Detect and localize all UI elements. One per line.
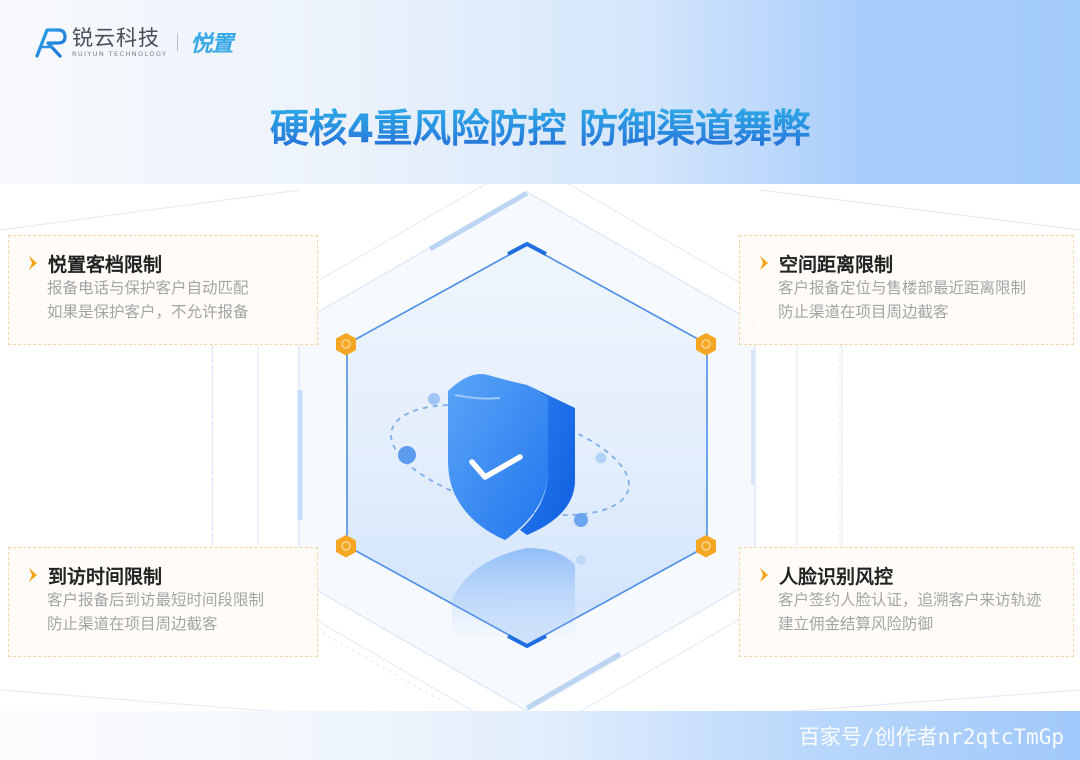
card-desc-line: 防止渠道在项目周边截客 — [778, 303, 949, 321]
orbit-dot — [574, 513, 588, 527]
chevron-right-icon — [29, 568, 37, 582]
ruiyun-logo-icon — [35, 28, 67, 58]
orbit-dot — [595, 452, 607, 464]
orange-hex-node-icon — [696, 333, 716, 356]
logo-divider — [177, 33, 179, 51]
card-desc-line: 建立佣金结算风险防御 — [778, 615, 934, 633]
card-title: 到访时间限制 — [48, 565, 163, 588]
page-title: 硬核4重风险防控 防御渠道舞弊 — [0, 98, 1080, 154]
card-title: 空间距离限制 — [779, 253, 894, 276]
orange-hex-node-icon — [336, 535, 356, 558]
feature-card-archive-limit: 悦置客档限制 报备电话与保护客户自动匹配 如果是保护客户，不允许报备 — [8, 235, 318, 345]
feature-card-visit-time-limit: 到访时间限制 客户报备后到访最短时间段限制 防止渠道在项目周边截客 — [8, 547, 318, 657]
orange-hex-node-icon — [336, 333, 356, 356]
chevron-right-icon — [29, 256, 37, 270]
card-desc-line: 防止渠道在项目周边截客 — [47, 615, 218, 633]
chevron-right-icon — [760, 256, 768, 270]
card-desc-line: 如果是保护客户，不允许报备 — [47, 303, 249, 321]
shield-reflection — [452, 548, 586, 640]
company-name-cn: 锐云科技 — [72, 25, 160, 50]
header-banner: 锐云科技 RUIYUN TECHNOLOGY 悦置 硬核4重风险防控 防御渠道舞… — [0, 0, 1080, 184]
footer-band: 百家号/创作者nr2qtcTmGp — [0, 711, 1080, 760]
feature-card-face-recognition: 人脸识别风控 客户签约人脸认证，追溯客户来访轨迹 建立佣金结算风险防御 — [739, 547, 1074, 657]
orange-hex-node-icon — [696, 535, 716, 558]
card-title: 悦置客档限制 — [48, 253, 163, 276]
orbit-dot — [428, 393, 440, 405]
card-desc-line: 报备电话与保护客户自动匹配 — [47, 279, 249, 297]
shield-check-icon — [448, 374, 575, 540]
company-logo: 锐云科技 RUIYUN TECHNOLOGY 悦置 — [34, 22, 233, 62]
orbit-dot — [398, 446, 416, 464]
card-title: 人脸识别风控 — [779, 565, 894, 588]
hexagon-diagram — [0, 184, 1080, 711]
card-desc-line: 客户报备后到访最短时间段限制 — [47, 591, 265, 609]
feature-card-distance-limit: 空间距离限制 客户报备定位与售楼部最近距离限制 防止渠道在项目周边截客 — [739, 235, 1074, 345]
card-desc-line: 客户报备定位与售楼部最近距离限制 — [778, 279, 1027, 297]
card-desc-line: 客户签约人脸认证，追溯客户来访轨迹 — [778, 591, 1042, 609]
company-name-en: RUIYUN TECHNOLOGY — [72, 49, 168, 58]
product-logo: 悦置 — [190, 32, 233, 57]
watermark-text: 百家号/创作者nr2qtcTmGp — [798, 725, 1064, 749]
main-graphic-area — [0, 184, 1080, 711]
chevron-right-icon — [760, 568, 768, 582]
